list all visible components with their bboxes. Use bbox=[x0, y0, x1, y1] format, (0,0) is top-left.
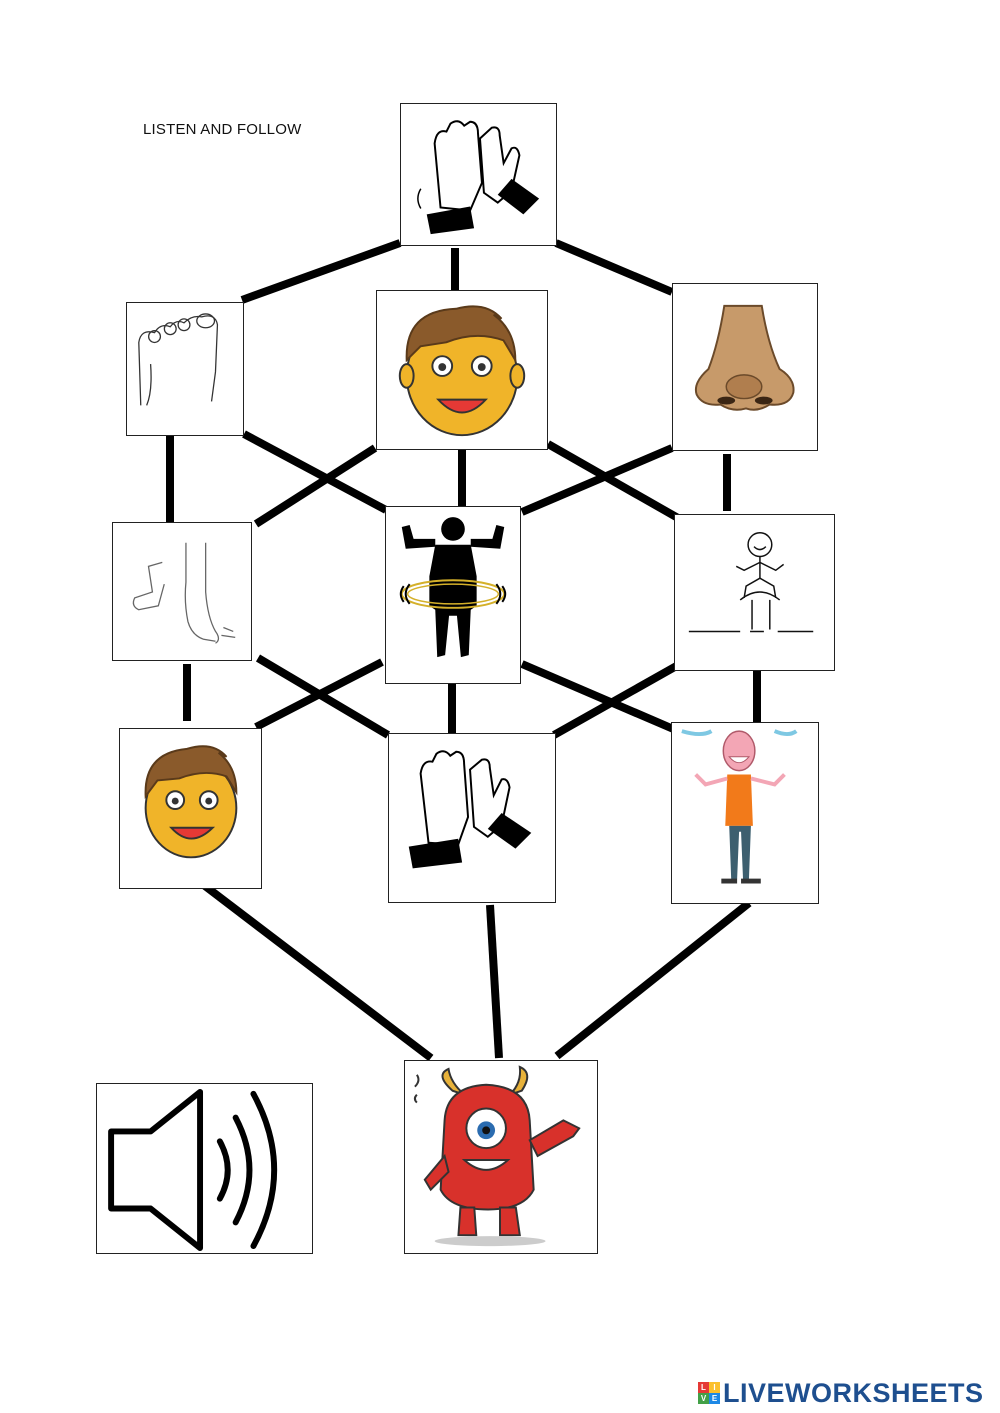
liveworksheets-logo: L I V E LIVEWORKSHEETS bbox=[698, 1378, 984, 1408]
nose-icon bbox=[694, 304, 795, 411]
jumping-stick-figure-icon bbox=[688, 532, 814, 633]
smiling-boy-face-icon bbox=[144, 745, 238, 859]
clap-top-card[interactable] bbox=[400, 103, 557, 246]
badge-letter: I bbox=[709, 1382, 720, 1393]
stomp-card[interactable] bbox=[112, 522, 252, 661]
face-bottom-card[interactable] bbox=[119, 728, 262, 889]
audio-speaker-button[interactable] bbox=[96, 1083, 313, 1254]
turning-person-icon bbox=[399, 517, 507, 658]
face-top-card[interactable] bbox=[376, 290, 548, 450]
turn-around-card[interactable] bbox=[385, 506, 521, 684]
brand-name: LIVEWORKSHEETS bbox=[723, 1377, 984, 1408]
red-monster-icon bbox=[413, 1065, 581, 1247]
jump-card[interactable] bbox=[674, 514, 835, 671]
smiling-boy-face-icon bbox=[398, 305, 526, 437]
badge-letter: E bbox=[709, 1393, 720, 1404]
foot-card[interactable] bbox=[126, 302, 244, 436]
worksheet-title: LISTEN AND FOLLOW bbox=[143, 121, 302, 138]
clapping-hands-icon bbox=[408, 750, 532, 869]
foot-icon bbox=[138, 313, 219, 406]
liveworksheets-badge-icon: L I V E bbox=[698, 1382, 720, 1404]
speaker-icon bbox=[108, 1088, 278, 1252]
monster-card[interactable] bbox=[404, 1060, 598, 1254]
clap-bottom-card[interactable] bbox=[388, 733, 556, 903]
waving-man-icon bbox=[681, 729, 798, 884]
clapping-hands-icon bbox=[417, 120, 540, 235]
arms-up-card[interactable] bbox=[671, 722, 819, 904]
stomping-leg-icon bbox=[132, 542, 236, 644]
nose-card[interactable] bbox=[672, 283, 818, 451]
badge-letter: L bbox=[698, 1382, 709, 1393]
badge-letter: V bbox=[698, 1393, 709, 1404]
